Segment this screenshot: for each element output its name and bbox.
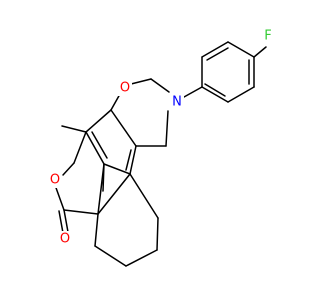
bond (58, 210, 64, 234)
bond (63, 209, 69, 233)
bond (253, 46, 267, 58)
bond (103, 163, 131, 175)
bond (91, 131, 108, 159)
bond (156, 217, 159, 251)
bond (125, 149, 132, 171)
structure-canvas: O N F O O (48, 28, 275, 267)
oxygen-lactone-label: O (50, 173, 60, 188)
bond (183, 86, 203, 98)
bond (54, 184, 65, 211)
bond (165, 110, 169, 147)
bond (201, 41, 229, 58)
bond (94, 213, 99, 247)
bond (61, 125, 87, 133)
molecule-drawing: O N F O O (48, 28, 275, 267)
bond (206, 47, 229, 61)
bond (227, 86, 255, 103)
bond (129, 145, 137, 175)
bond (201, 86, 229, 103)
bond (62, 162, 75, 176)
atom-labels: O N F O O (48, 28, 275, 247)
bond (204, 83, 226, 97)
bond (94, 245, 127, 267)
bond (130, 78, 152, 85)
oxygen-ring-label: O (120, 81, 130, 96)
bond (125, 249, 158, 267)
bond (150, 78, 170, 93)
bonds (54, 41, 267, 267)
bond (227, 41, 255, 58)
bond (129, 173, 159, 219)
bond (73, 131, 87, 164)
bond (85, 131, 105, 165)
oxygen-carbonyl-label: O (60, 232, 70, 247)
nitrogen-label: N (172, 95, 182, 110)
fluorine-label: F (264, 29, 271, 44)
bond (110, 93, 121, 111)
bond (63, 209, 99, 215)
bond (110, 109, 137, 147)
bond (102, 163, 105, 192)
bond (85, 109, 112, 133)
bond (97, 173, 131, 215)
